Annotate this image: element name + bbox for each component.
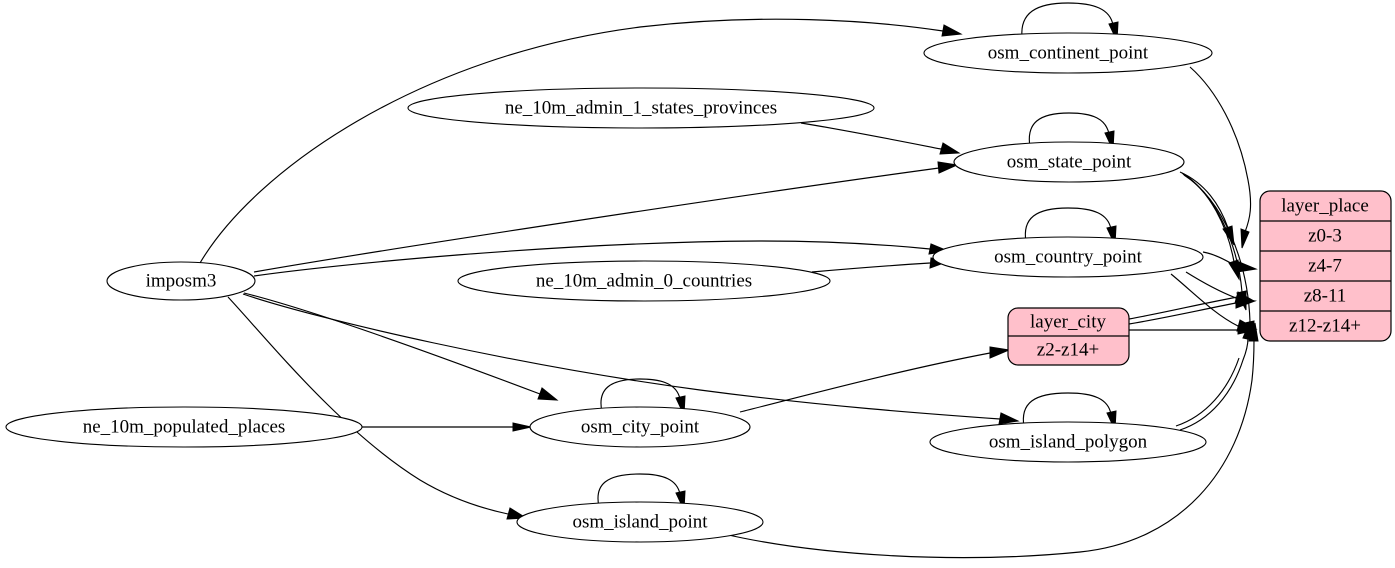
node-osm_island_polygon[interactable]: osm_island_polygon [929, 421, 1207, 463]
edge-imposm3-osm_island_polygon [242, 293, 1001, 420]
record-node-layer_city[interactable]: layer_city z2-z14+ [1007, 307, 1130, 366]
node-osm_city_point[interactable]: osm_city_point [529, 406, 751, 448]
selfloop-osm_continent_point [1021, 2, 1114, 38]
record-row-z2-z14: z2-z14+ [1037, 339, 1099, 360]
record-row-z0-3: z0-3 [1308, 225, 1342, 246]
edge-island_polygon-z12_z14-b [1175, 357, 1240, 427]
arrowhead [989, 346, 1011, 359]
record-row-z4-7: z4-7 [1308, 255, 1342, 276]
arrowhead [1236, 261, 1258, 273]
node-ne_10m_admin_0_countries[interactable]: ne_10m_admin_0_countries [457, 260, 831, 302]
record-node-layer: layer_city z2-z14+ layer_place z0-3 z4-7… [1007, 190, 1392, 366]
node-osm_country_point[interactable]: osm_country_point [932, 236, 1204, 278]
node-ne_10m_populated_places[interactable]: ne_10m_populated_places [5, 406, 363, 448]
edge-layer_city-z8_11-b [1128, 296, 1239, 320]
edge-layer [199, 2, 1259, 559]
node-label: ne_10m_admin_0_countries [536, 270, 752, 291]
node-osm_island_point[interactable]: osm_island_point [516, 501, 764, 543]
node-label: osm_island_point [572, 511, 708, 532]
node-layer: imposm3 ne_10m_admin_1_states_provinces … [5, 32, 1213, 543]
node-label: imposm3 [146, 270, 217, 291]
edge-imposm3-osm_state_point [253, 167, 940, 273]
node-label: osm_island_polygon [989, 431, 1148, 452]
selfloop-osm_state_point [1028, 112, 1110, 148]
node-label: osm_city_point [581, 416, 700, 437]
record-title-layer_city: layer_city [1030, 311, 1106, 332]
node-shape [457, 260, 831, 302]
node-ne_10m_admin_1_states_provinces[interactable]: ne_10m_admin_1_states_provinces [407, 87, 875, 129]
node-shape [953, 141, 1185, 183]
node-osm_state_point[interactable]: osm_state_point [953, 141, 1185, 183]
edge-layer_city-z8_11 [1128, 302, 1237, 325]
record-node-layer_place[interactable]: layer_place z0-3 z4-7 z8-11 z12-z14+ [1259, 190, 1392, 342]
selfloop-osm_island_point [597, 473, 681, 508]
arrowhead [1242, 320, 1253, 341]
record-row-z12-z14: z12-z14+ [1289, 315, 1361, 336]
arrowhead [1248, 322, 1259, 342]
edge-country-z8_11 [1185, 271, 1237, 299]
node-shape [5, 406, 363, 448]
edge-imposm3-osm_city_point [243, 292, 541, 395]
arrowhead [998, 412, 1020, 425]
edge-island_polygon-z12_z14 [1179, 337, 1249, 431]
record-title-layer_place: layer_place [1281, 195, 1369, 216]
edge-city-layer_city [739, 352, 991, 413]
node-shape [516, 501, 764, 543]
node-shape [923, 32, 1213, 74]
selfloop-osm_island_polygon [1022, 392, 1112, 428]
arrowhead [537, 387, 559, 401]
node-label: osm_continent_point [988, 42, 1149, 63]
node-label: ne_10m_admin_1_states_provinces [505, 97, 777, 118]
node-osm_continent_point[interactable]: osm_continent_point [923, 32, 1213, 74]
node-shape [106, 261, 256, 301]
node-label: osm_country_point [994, 246, 1142, 267]
edge-island_point-z12_z14 [723, 339, 1255, 559]
arrowhead [1240, 228, 1250, 249]
node-shape [529, 406, 751, 448]
edge-imposm3-osm_country_point [253, 240, 931, 277]
node-imposm3[interactable]: imposm3 [106, 261, 256, 301]
edge-ne1-osm_state_point [800, 122, 942, 150]
arrowhead [937, 161, 959, 174]
node-shape [932, 236, 1204, 278]
edge-country-z4_7 [1202, 251, 1239, 268]
edge-country-z12_z14 [1170, 273, 1239, 327]
selfloop-osm_country_point [1024, 207, 1112, 243]
node-shape [929, 421, 1207, 463]
selfloop-osm_city_point [600, 378, 681, 413]
arrowhead [1235, 297, 1257, 309]
edge-imposm3-osm_continent_point [199, 18, 944, 264]
record-body [1259, 190, 1392, 342]
record-row-z8-11: z8-11 [1304, 285, 1347, 306]
edge-imposm3-osm_island_point [227, 296, 509, 515]
arrowhead [512, 422, 532, 432]
arrowhead [939, 142, 961, 155]
node-shape [407, 87, 875, 129]
edge-continent-z0_3 [1189, 66, 1252, 233]
node-label: ne_10m_populated_places [83, 416, 286, 437]
arrowhead [941, 24, 963, 37]
edge-ne0-osm_country_point [811, 262, 931, 273]
node-label: osm_state_point [1007, 151, 1132, 172]
